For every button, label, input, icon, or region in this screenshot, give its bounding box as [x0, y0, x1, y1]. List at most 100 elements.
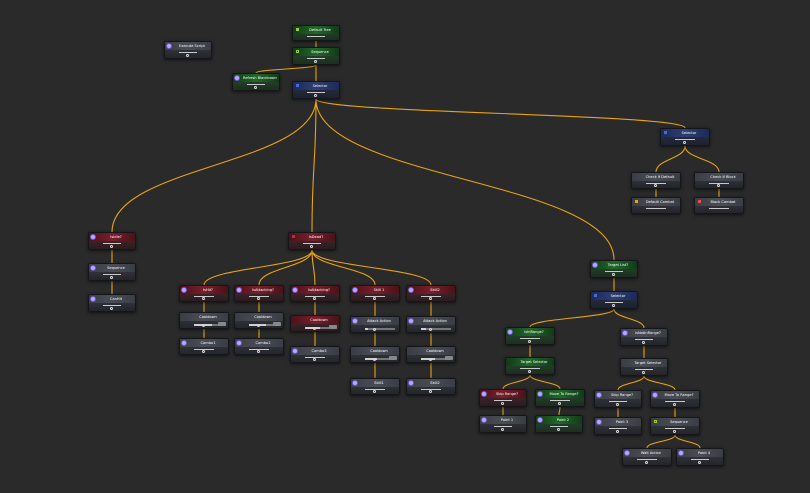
node-point-4[interactable]: Point 4 [676, 448, 724, 466]
output-port[interactable] [528, 340, 531, 343]
output-port[interactable] [645, 461, 648, 464]
node-point-1[interactable]: Point 1 [479, 415, 527, 433]
cooldown-slider[interactable] [421, 358, 452, 360]
cooldown-slider[interactable] [305, 327, 336, 329]
node-is-attacking-3[interactable]: IsAttacking? [290, 285, 340, 302]
node-skill-1[interactable]: Skill 1 [350, 285, 400, 302]
node-cooldown-5[interactable]: Cooldown [406, 346, 456, 363]
node-cooldown-2[interactable]: Cooldown [234, 312, 284, 329]
node-default-combat[interactable]: Default Combat [631, 197, 681, 214]
output-port[interactable] [557, 428, 560, 431]
node-selector-right[interactable]: Selector [660, 128, 710, 146]
node-point-2[interactable]: Point 2 [535, 415, 583, 433]
output-port[interactable] [612, 304, 615, 307]
output-port[interactable] [429, 297, 432, 300]
node-default-tree[interactable]: Default Tree [292, 25, 340, 41]
output-port[interactable] [501, 402, 504, 405]
node-cooldown-1[interactable]: Cooldown [179, 312, 229, 329]
node-can-hit[interactable]: CanHit [88, 294, 136, 312]
node-cooldown-3[interactable]: Cooldown [290, 315, 340, 332]
node-sequence-idle[interactable]: Sequence [88, 263, 136, 281]
output-port[interactable] [313, 327, 316, 330]
output-port[interactable] [528, 370, 531, 373]
node-is-attacking-2[interactable]: IsAttacking? [234, 285, 284, 302]
node-selector-target[interactable]: Selector [590, 291, 638, 309]
node-execute-script[interactable]: Execute Script [164, 41, 212, 59]
output-port[interactable] [612, 273, 615, 276]
node-refresh-blackboard[interactable]: Refresh BlackboardAge [232, 73, 280, 91]
node-is-in-range[interactable]: IsInRange? [505, 327, 555, 345]
action-slider[interactable] [365, 328, 396, 330]
output-port[interactable] [257, 297, 260, 300]
node-is-not-in-range[interactable]: IsNotInRange? [620, 328, 668, 346]
output-port[interactable] [616, 430, 619, 433]
output-port[interactable] [314, 94, 317, 97]
output-port[interactable] [373, 390, 376, 393]
output-port[interactable] [110, 307, 113, 310]
output-port[interactable] [373, 358, 376, 361]
script-icon [237, 288, 241, 292]
node-target-selector-2[interactable]: Target Selector [620, 358, 668, 376]
edge-n44-n45 [558, 406, 561, 416]
output-port[interactable] [429, 358, 432, 361]
node-selector-main[interactable]: Selector [292, 81, 340, 99]
cooldown-slider[interactable] [194, 324, 225, 326]
output-port[interactable] [501, 428, 504, 431]
output-port[interactable] [257, 350, 260, 353]
output-port[interactable] [310, 245, 313, 248]
output-port[interactable] [314, 60, 317, 63]
node-wait-action[interactable]: Wait Action [622, 448, 672, 466]
output-port[interactable] [673, 403, 676, 406]
node-attack-action-1[interactable]: Attack Action [350, 316, 400, 333]
output-port[interactable] [110, 276, 113, 279]
node-selector-attack[interactable]: IsDead? [288, 232, 336, 250]
output-port[interactable] [717, 184, 720, 187]
node-combo-3[interactable]: Combo3 [290, 346, 340, 363]
node-point-3[interactable]: Point 3 [594, 417, 642, 435]
output-port[interactable] [373, 328, 376, 331]
node-attack-action-2[interactable]: Attack Action [406, 316, 456, 333]
node-skill2-action[interactable]: Skill2 [406, 378, 456, 395]
output-port[interactable] [616, 403, 619, 406]
node-combo-1[interactable]: Combo1 [179, 338, 229, 355]
node-sequence-move[interactable]: Sequence [650, 417, 700, 435]
action-slider[interactable] [421, 328, 452, 330]
node-is-idle[interactable]: IsIdle? [88, 232, 136, 250]
output-port[interactable] [429, 390, 432, 393]
node-move-to-range-1[interactable]: Move To Range? [535, 389, 585, 407]
output-port[interactable] [186, 54, 189, 57]
output-port[interactable] [673, 430, 676, 433]
node-skip-range-2[interactable]: Skip Range? [594, 390, 642, 408]
output-port[interactable] [110, 245, 113, 248]
output-port[interactable] [429, 328, 432, 331]
output-port[interactable] [257, 324, 260, 327]
node-target-selector-1[interactable]: Target Selector [505, 357, 555, 375]
node-target-list[interactable]: Target List? [590, 260, 638, 278]
output-port[interactable] [254, 86, 257, 89]
output-port[interactable] [313, 358, 316, 361]
node-skill-2[interactable]: Skill2 [406, 285, 456, 302]
node-move-to-range-2[interactable]: Move To Range? [650, 390, 700, 408]
output-port[interactable] [654, 184, 657, 187]
node-is-attacking-1[interactable]: IsHit? [179, 285, 229, 302]
output-port[interactable] [202, 324, 205, 327]
cooldown-slider[interactable] [365, 358, 396, 360]
output-port[interactable] [558, 402, 561, 405]
node-sequence-root[interactable]: Sequence [292, 47, 340, 65]
output-port[interactable] [373, 297, 376, 300]
node-cooldown-4[interactable]: Cooldown [350, 346, 400, 363]
node-skill1-action[interactable]: Skill1 [350, 378, 400, 395]
output-port[interactable] [202, 350, 205, 353]
output-port[interactable] [313, 297, 316, 300]
output-port[interactable] [642, 371, 645, 374]
node-combo-2[interactable]: Combo2 [234, 338, 284, 355]
node-check-block[interactable]: Check If Block [694, 172, 744, 189]
node-block-combat[interactable]: Block Combat [694, 197, 744, 214]
output-port[interactable] [202, 297, 205, 300]
node-skip-range-1[interactable]: Skip Range? [479, 389, 527, 407]
output-port[interactable] [698, 461, 701, 464]
output-port[interactable] [642, 341, 645, 344]
output-port[interactable] [683, 141, 686, 144]
node-check-default[interactable]: Check If Default [631, 172, 681, 189]
